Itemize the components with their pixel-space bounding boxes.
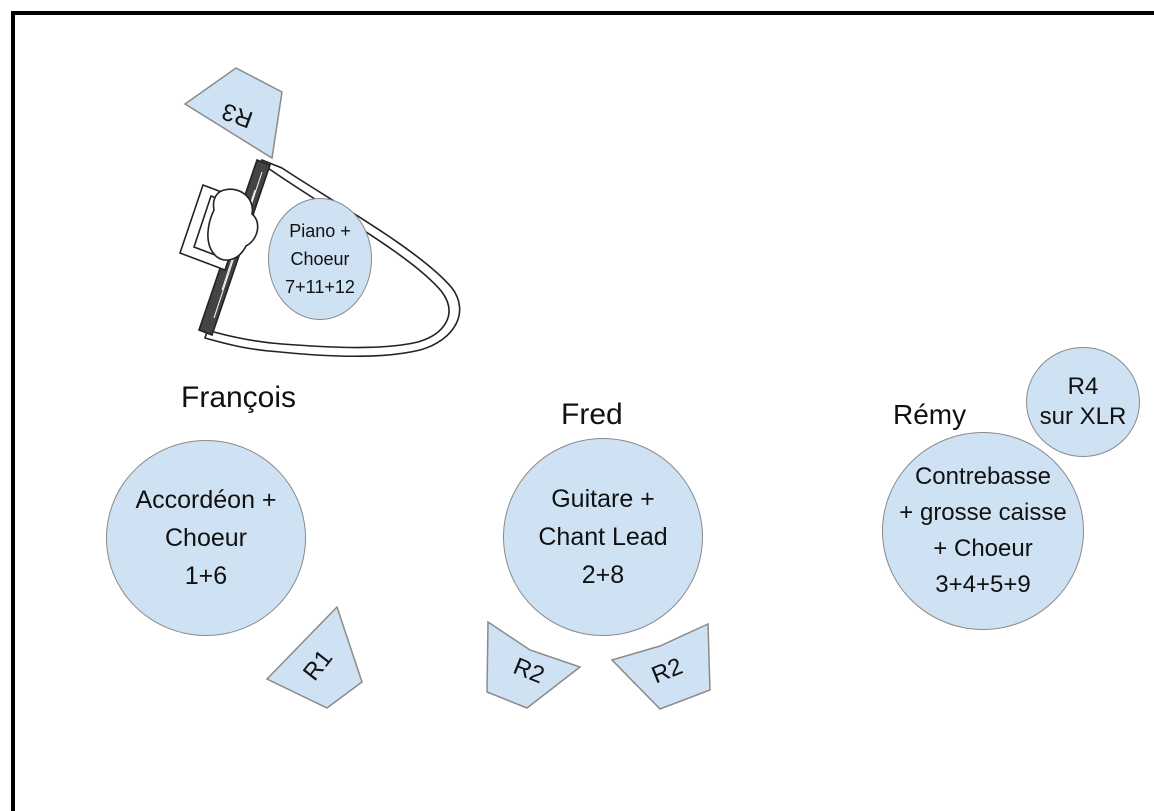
monitor-r2-right-wedge — [610, 622, 711, 710]
musician-name-francois: François — [181, 381, 297, 414]
station-piano-line-3: 7+11+12 — [285, 277, 355, 297]
station-accordeon-line-2: Choeur — [165, 524, 247, 552]
station-guitare-line-2: Chant Lead — [538, 523, 668, 551]
station-accordeon-line-1: Accordéon + — [135, 486, 277, 514]
monitor-r4-line-1: R4 — [1067, 373, 1099, 400]
stage-border — [11, 11, 1154, 811]
station-piano-line-2: Choeur — [290, 249, 350, 269]
piano-drawing: R3 R1 R2 R2 — [178, 67, 711, 710]
station-guitare-line-3: 2+8 — [581, 561, 625, 589]
station-piano-line-1: Piano + — [289, 221, 351, 241]
station-accordeon: Accordéon + Choeur 1+6 — [106, 440, 306, 636]
monitor-r1-wedge — [265, 605, 363, 709]
musician-name-fred: Fred — [561, 398, 623, 431]
station-guitare: Guitare + Chant Lead 2+8 — [503, 438, 703, 636]
station-contrebasse: Contrebasse + grosse caisse + Choeur 3+4… — [882, 432, 1084, 630]
station-accordeon-line-3: 1+6 — [184, 562, 228, 590]
monitor-r4-line-2: sur XLR — [1039, 403, 1127, 430]
musician-name-remy: Rémy — [893, 399, 967, 430]
station-piano: Piano + Choeur 7+11+12 — [268, 198, 372, 320]
station-guitare-line-1: Guitare + — [551, 485, 655, 513]
monitor-r4: R4 sur XLR — [1026, 347, 1140, 457]
station-contrebasse-line-4: 3+4+5+9 — [935, 571, 1031, 598]
station-contrebasse-line-1: Contrebasse — [914, 463, 1052, 490]
station-contrebasse-line-2: + grosse caisse — [899, 499, 1067, 526]
monitor-r3-wedge — [183, 67, 283, 160]
monitor-r2-left-wedge — [486, 620, 582, 709]
stage-plot: R3 R1 R2 R2 Piano + Choeur 7+11+12 Franç… — [11, 11, 1154, 811]
station-contrebasse-line-3: + Choeur — [933, 535, 1033, 562]
